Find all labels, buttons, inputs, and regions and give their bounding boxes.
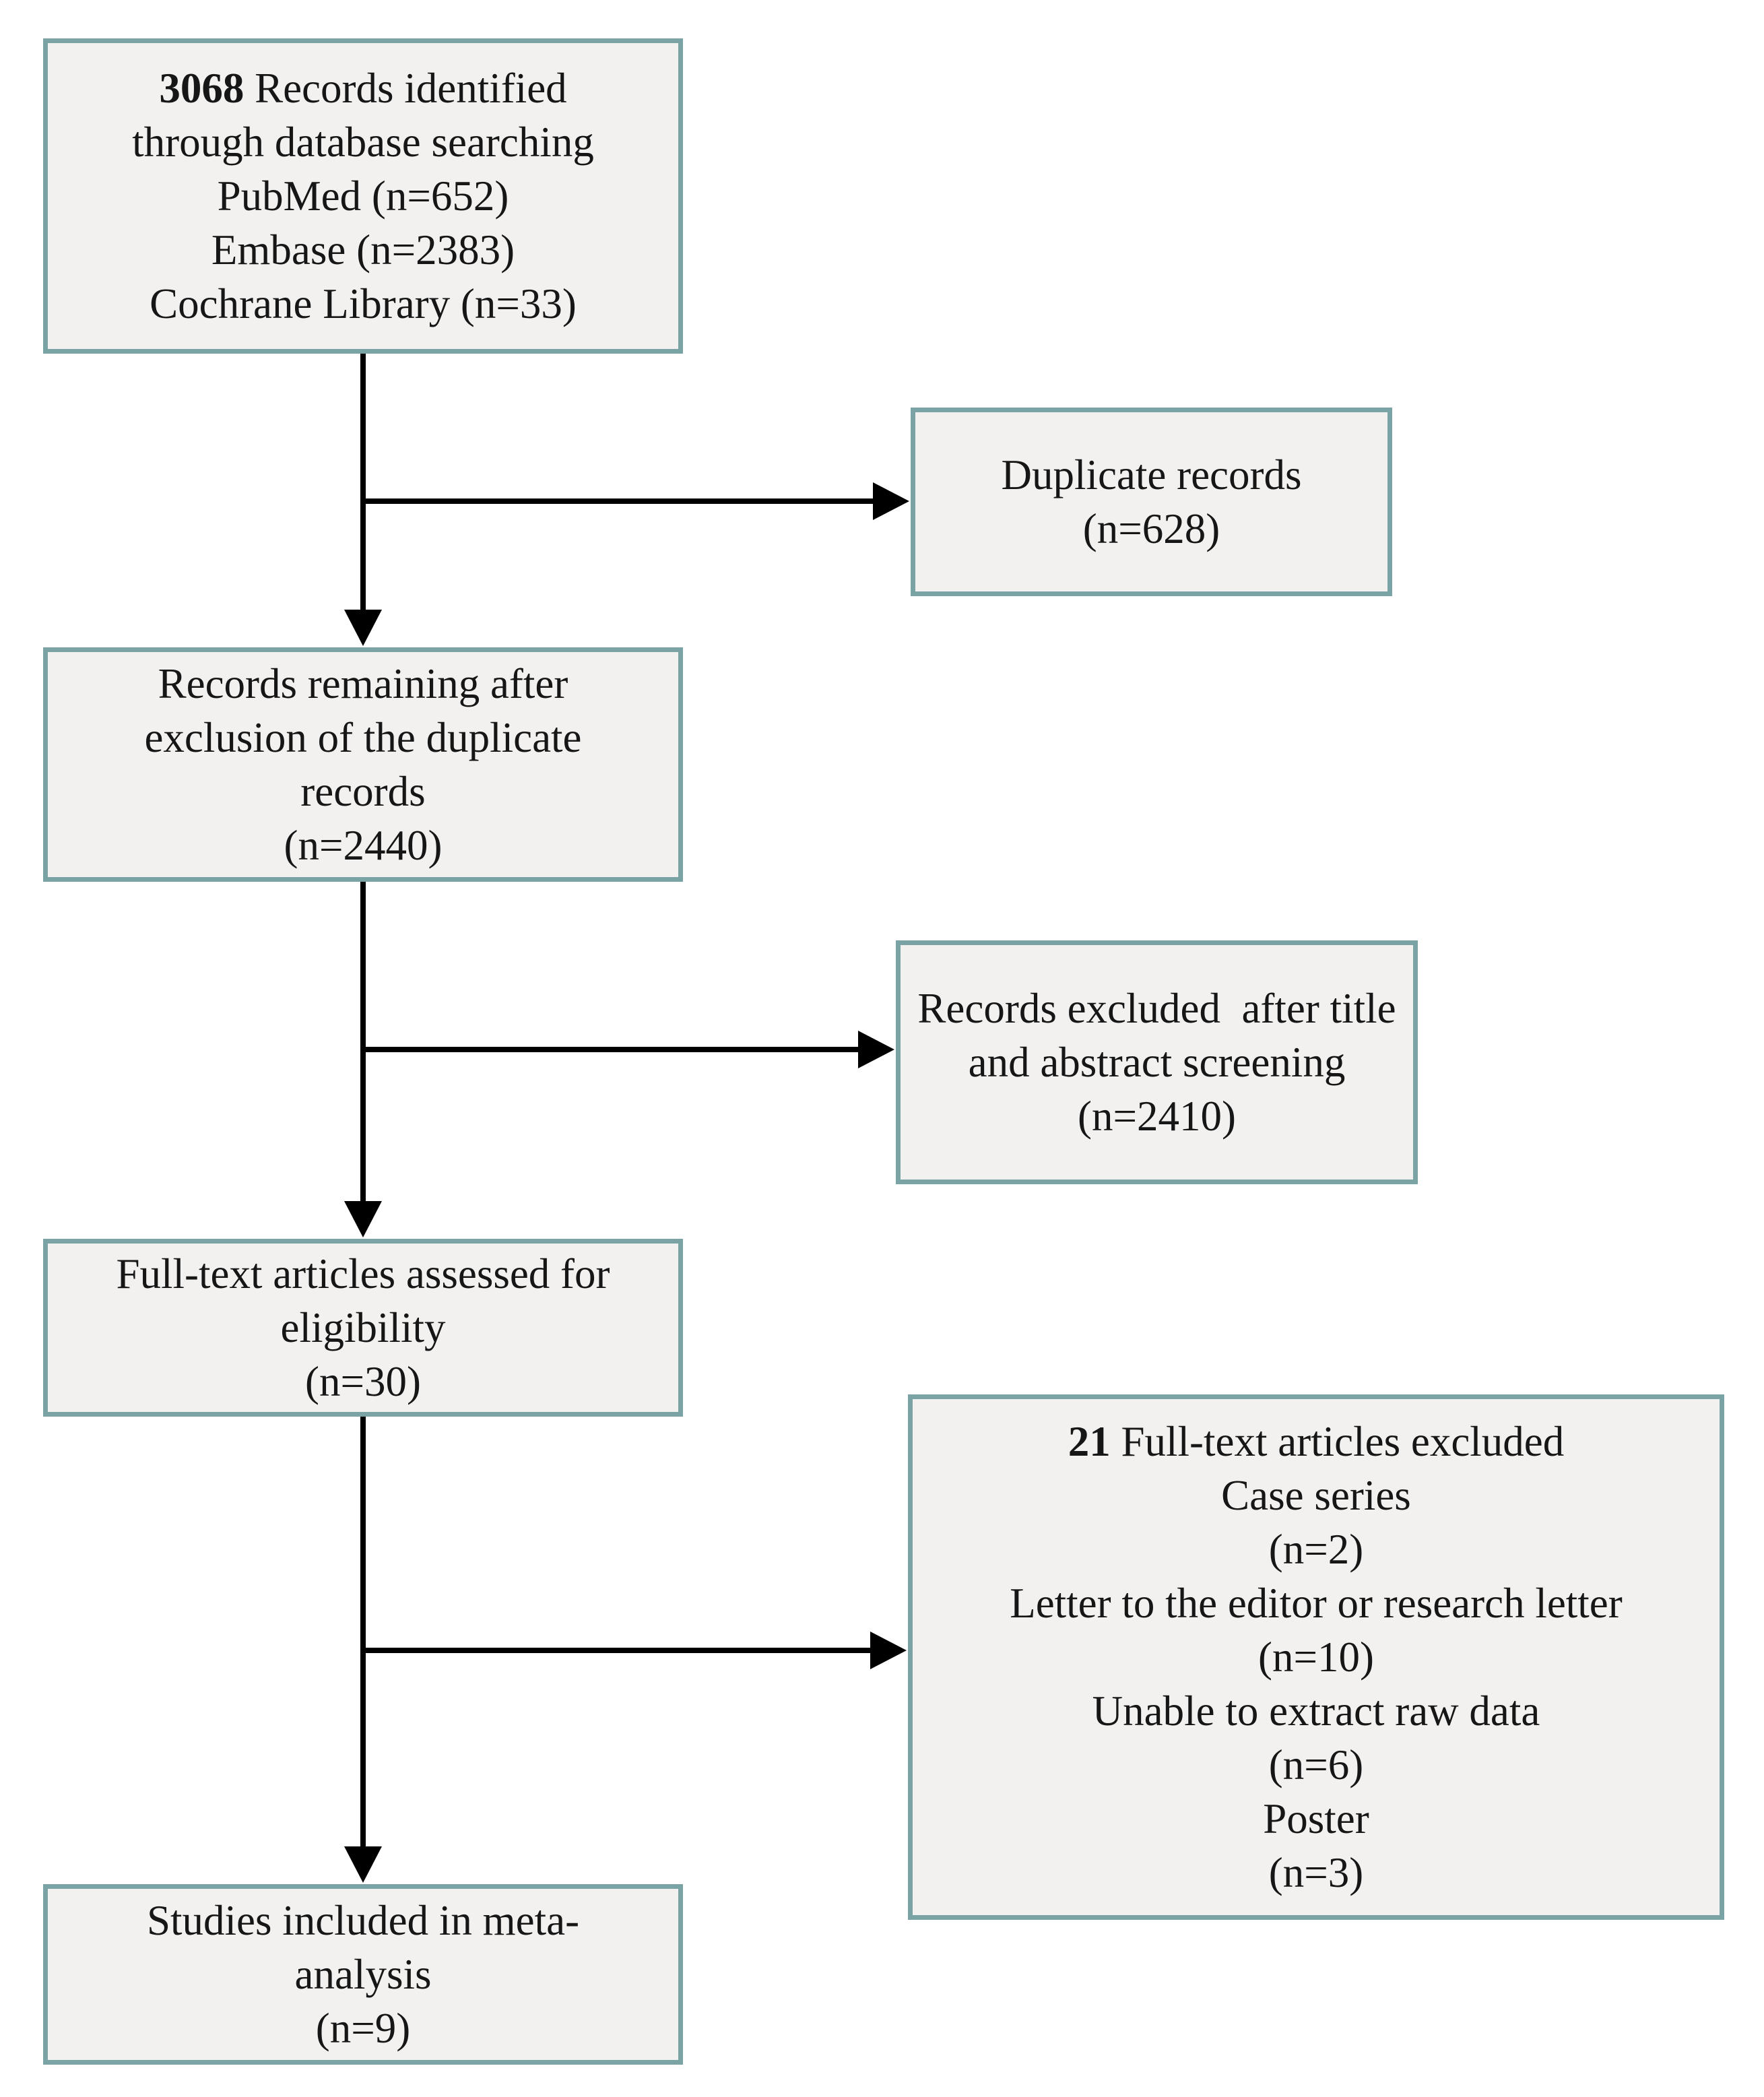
duplicate-records-text: Duplicate records (n=628) — [1001, 451, 1302, 552]
fulltext-excluded-count: 21 — [1068, 1418, 1111, 1465]
arrowhead-into-included — [344, 1846, 382, 1883]
box-duplicate-records: Duplicate records (n=628) — [911, 408, 1392, 596]
records-identified-heading: 3068 Records identified — [159, 61, 566, 115]
fulltext-excluded-title: Full-text articles excluded — [1121, 1418, 1565, 1465]
arrowhead-into-assessed — [344, 1201, 382, 1237]
box-fulltext-assessed: Full-text articles assessed for eligibil… — [43, 1239, 683, 1417]
records-identified-title: Records identified — [255, 65, 567, 112]
arrowhead-into-duplicates — [873, 482, 909, 520]
records-excluded-title-abstract-text: Records excluded after title and abstrac… — [917, 985, 1396, 1140]
box-records-identified: 3068 Records identified through database… — [43, 38, 683, 354]
box-fulltext-excluded: 21 Full-text articles excluded Case seri… — [908, 1394, 1724, 1920]
box-records-excluded-title-abstract: Records excluded after title and abstrac… — [896, 940, 1418, 1184]
box-studies-included: Studies included in meta- analysis (n=9) — [43, 1884, 683, 2065]
records-remaining-text: Records remaining after exclusion of the… — [144, 660, 582, 869]
fulltext-excluded-heading: 21 Full-text articles excluded — [1068, 1415, 1565, 1469]
arrowhead-into-title-abstract-excluded — [858, 1031, 894, 1068]
arrowhead-into-fulltext-excluded — [870, 1632, 907, 1669]
box-records-remaining: Records remaining after exclusion of the… — [43, 647, 683, 882]
fulltext-assessed-text: Full-text articles assessed for eligibil… — [116, 1250, 610, 1405]
records-identified-sources: through database searching PubMed (n=652… — [132, 119, 594, 327]
records-identified-count: 3068 — [159, 65, 244, 112]
fulltext-excluded-reasons: Case series (n=2) Letter to the editor o… — [1010, 1472, 1623, 1896]
arrowhead-into-remaining — [344, 610, 382, 646]
studies-included-text: Studies included in meta- analysis (n=9) — [146, 1897, 580, 2052]
